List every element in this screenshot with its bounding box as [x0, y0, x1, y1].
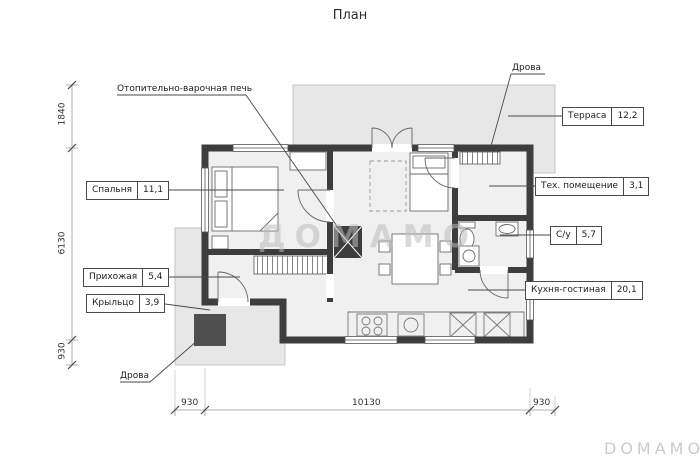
room-label-kitchen-living: Кухня-гостиная 20,1 — [525, 281, 643, 300]
room-label-bedroom: Спальня 11,1 — [86, 181, 170, 200]
double-bed — [211, 166, 279, 232]
room-name: Прихожая — [89, 272, 138, 282]
room-area: 12,2 — [611, 108, 642, 125]
watermark-center: ДОМАМО — [258, 219, 479, 255]
room-area: 3,1 — [623, 178, 648, 195]
firewood-bottom-label: Дрова — [120, 371, 150, 381]
room-label-terrace: Терраса 12,2 — [562, 107, 644, 126]
doors-layer — [217, 127, 509, 303]
room-area: 5,7 — [575, 227, 601, 244]
washer-icon — [458, 245, 480, 267]
room-area: 5,4 — [142, 269, 167, 286]
dim-left-top: 1840 — [57, 102, 68, 126]
dim-left-bottom: 930 — [57, 342, 68, 360]
rug — [369, 160, 407, 212]
dimension-ticks — [67, 80, 560, 415]
dresser — [289, 151, 327, 171]
walls-layer — [201, 144, 534, 344]
watermark-corner: DOMAMO — [604, 439, 700, 458]
washbasin-icon — [495, 221, 519, 237]
furniture-layer — [211, 151, 525, 338]
dim-bottom-right: 930 — [533, 398, 551, 408]
dim-bottom-middle: 10130 — [352, 398, 381, 408]
room-area: 11,1 — [137, 182, 168, 199]
room-name: Терраса — [568, 111, 607, 121]
leader-lines — [117, 73, 562, 383]
toilet-icon — [458, 221, 476, 250]
house-interior — [205, 148, 530, 340]
room-label-porch: Крыльцо 3,9 — [86, 294, 166, 313]
room-name: Спальня — [92, 185, 133, 195]
room-label-hallway: Прихожая 5,4 — [83, 268, 169, 287]
firewood-rack-icon — [459, 151, 501, 165]
firewood-box-icon — [194, 314, 226, 346]
page-title: План — [332, 8, 368, 23]
room-label-bathroom: С/у 5,7 — [550, 226, 602, 245]
room-area: 3,9 — [138, 295, 164, 312]
stove-label: Отопительно-варочная печь — [117, 84, 253, 94]
dim-left-middle: 6130 — [57, 231, 68, 255]
wardrobe-icon — [253, 255, 329, 275]
room-name: Крыльцо — [92, 298, 134, 308]
stove-icon — [333, 225, 363, 259]
dining-table-set — [378, 233, 452, 285]
room-name: Кухня-гостиная — [531, 285, 606, 295]
nightstand — [211, 235, 229, 250]
room-name: Тех. помещение — [541, 181, 619, 191]
single-bed — [409, 152, 449, 212]
room-area: 20,1 — [610, 282, 642, 299]
room-label-tech-room: Тех. помещение 3,1 — [535, 177, 650, 196]
firewood-top-label: Дрова — [512, 63, 542, 73]
room-name: С/у — [556, 230, 571, 240]
dim-bottom-left: 930 — [181, 398, 199, 408]
